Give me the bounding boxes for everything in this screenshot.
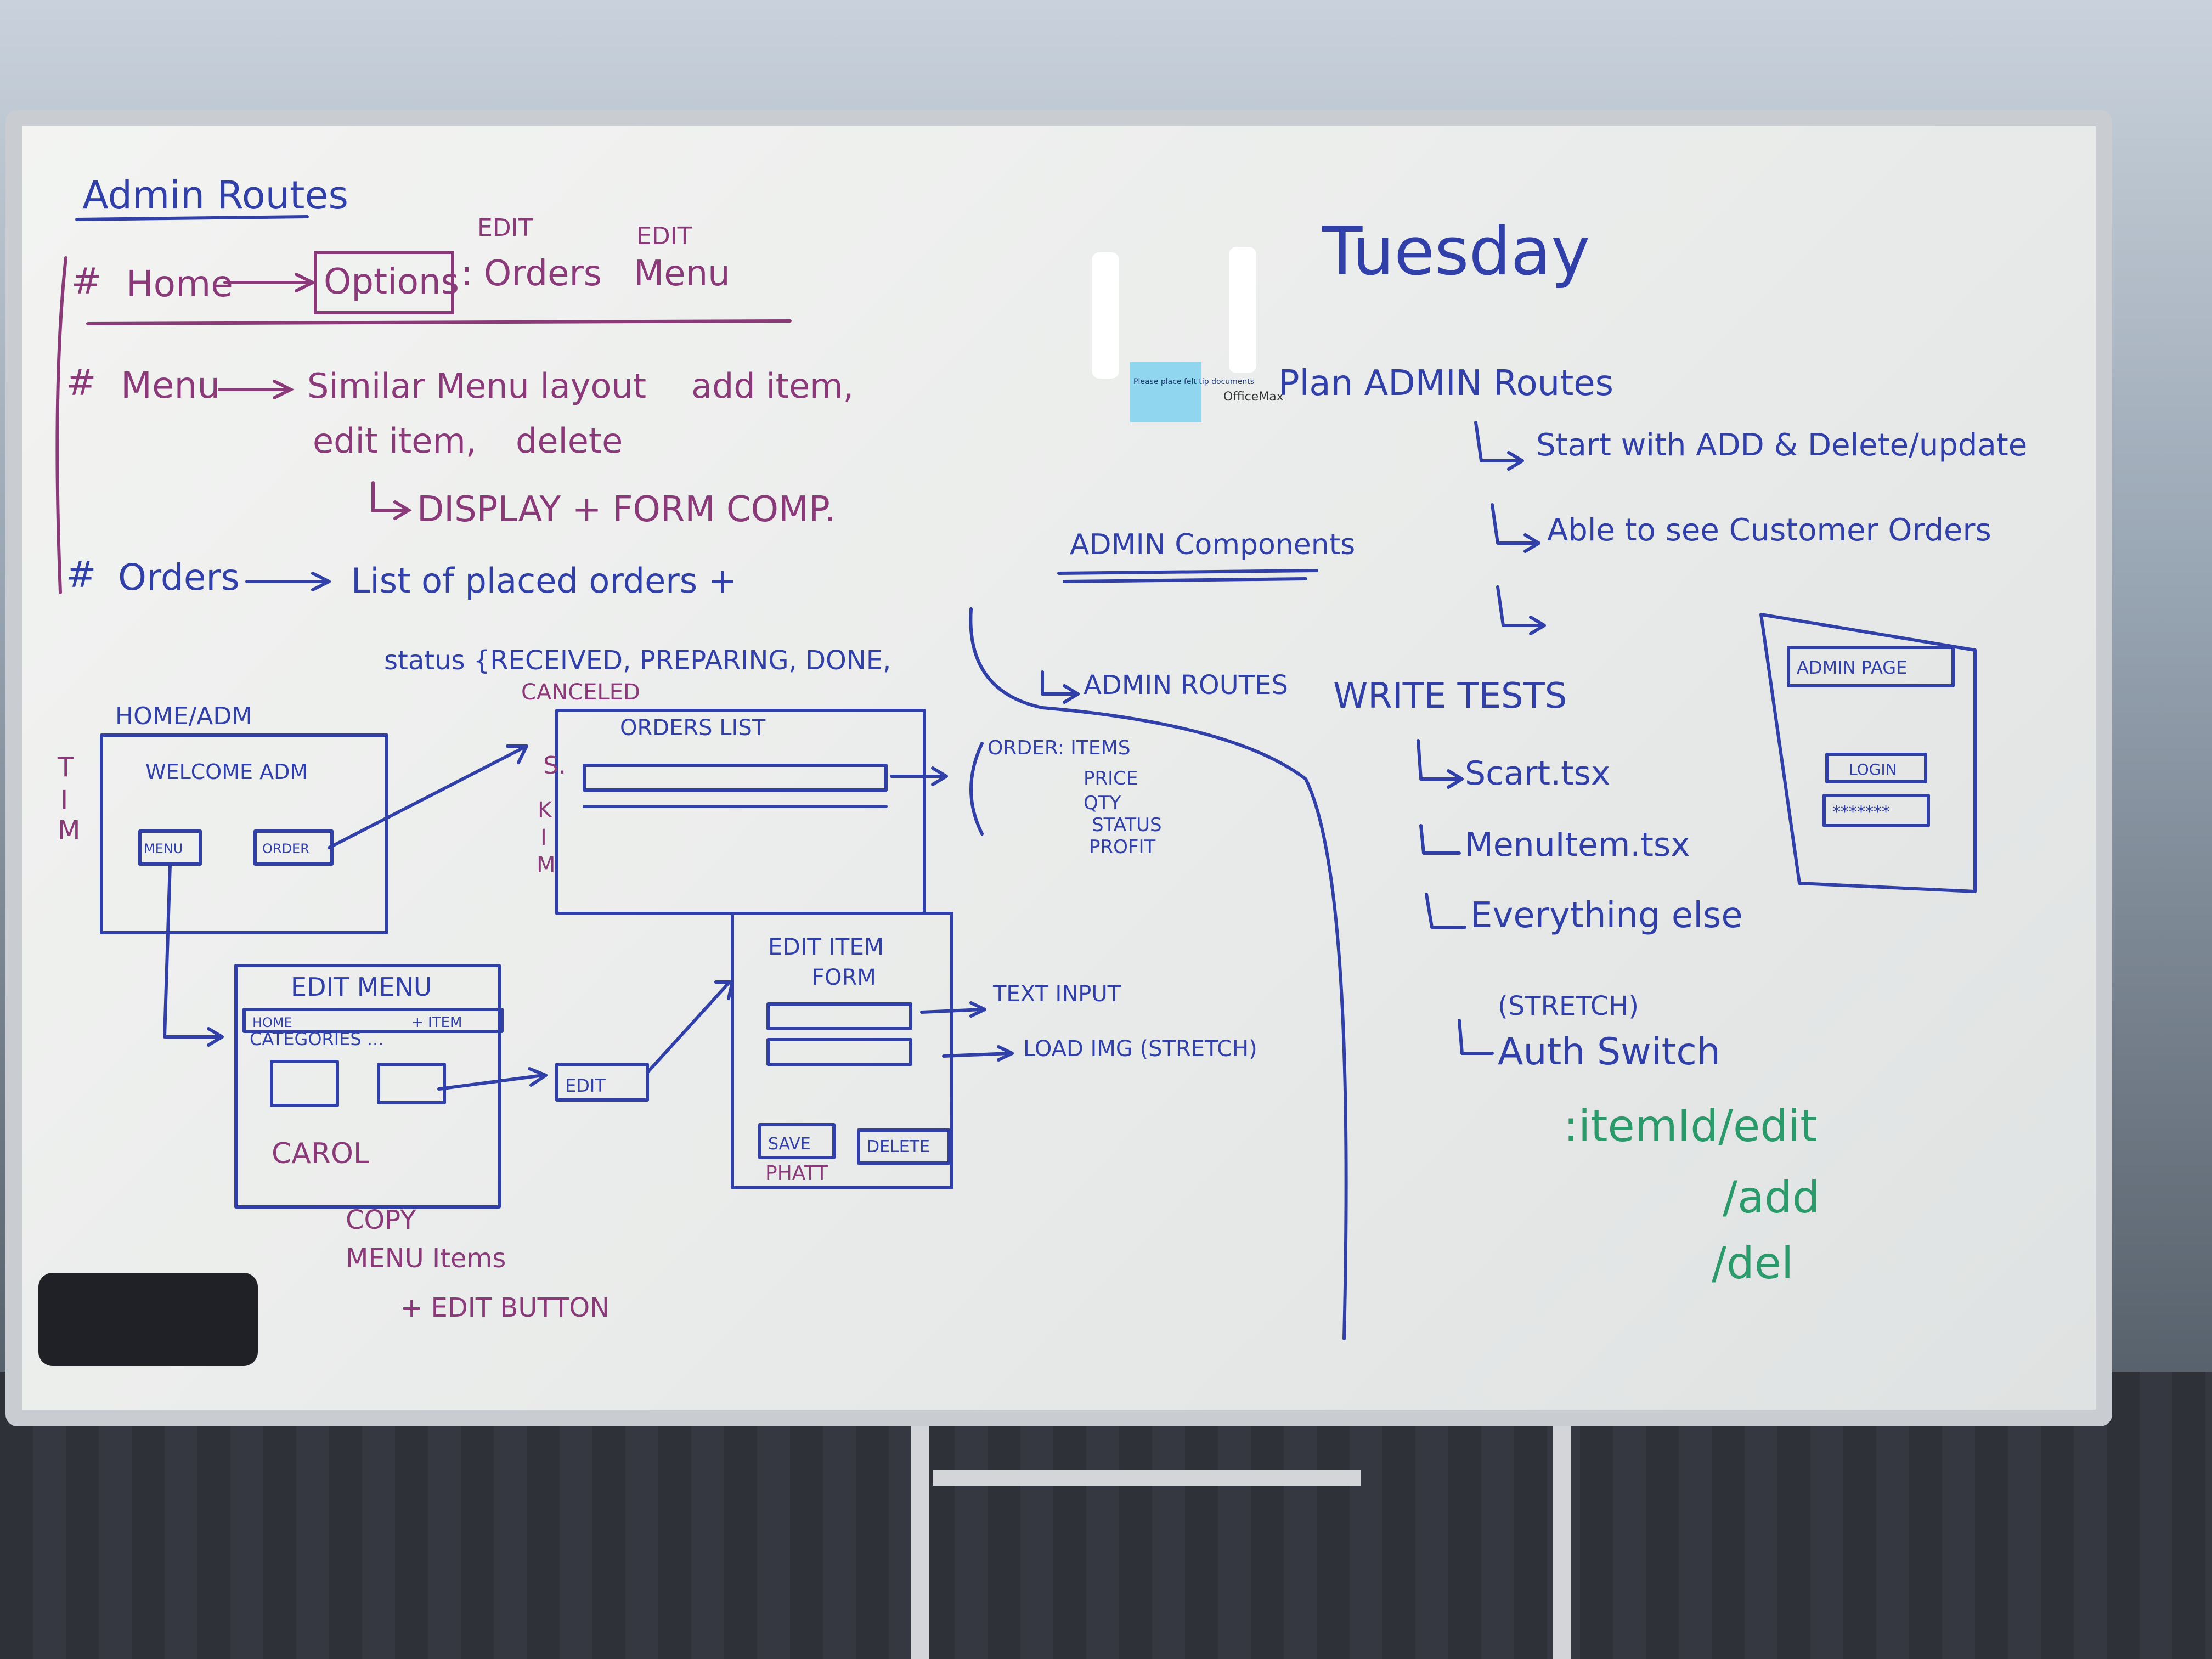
home-adm-order-button: ORDER [262,841,309,856]
menu-bullet: # [66,362,96,404]
admin-components-title: ADMIN Components [1070,528,1355,561]
text-input-label: TEXT INPUT [992,981,1121,1007]
admin-page-title: ADMIN PAGE [1797,657,1907,678]
save-button-label: SAVE [768,1135,811,1154]
home-adm-menu-button: MENU [144,841,183,856]
edit-button-label: EDIT [565,1075,606,1096]
route-add: /add [1723,1172,1820,1223]
edit-menu-title: EDIT MENU [291,972,432,1002]
edit-item-subtitle: FORM [812,965,876,990]
options-label: Options [324,262,459,302]
orders-side-m: M [537,853,556,878]
edit-menu-owner: CAROL [272,1137,369,1170]
plan-item-2: Able to see Customer Orders [1547,512,1991,548]
edit-menu-home: HOME [252,1015,292,1030]
test-item-1: Scart.tsx [1465,754,1610,793]
admin-routes-title: Admin Routes [82,173,348,218]
welcome-adm-text: WELCOME ADM [145,760,308,784]
orders-list-text: List of placed orders + [351,561,737,601]
edit1-label: EDIT [477,214,533,242]
copy-note-1: COPY [346,1205,416,1235]
admin-page-password: ******* [1832,803,1890,822]
menu-edit-item: edit item, [313,421,477,461]
edit-menu-add-item: + ITEM [411,1014,462,1031]
menu-delete: delete [516,421,623,461]
edit-item-owner: PHATT [765,1162,828,1184]
copy-note-3: + EDIT BUTTON [400,1293,610,1323]
menu-add-item: add item, [691,366,854,406]
home-bullet: # [71,260,101,302]
orders-list-label: ORDERS LIST [620,715,766,741]
stretch-note: (STRETCH) [1498,991,1639,1022]
plan-admin-routes: Plan ADMIN Routes [1278,363,1613,404]
write-tests: WRITE TESTS [1333,676,1567,716]
orders-side-k: K [538,798,553,823]
tuesday-title: Tuesday [1322,214,1590,290]
stand-leg-left [911,1404,929,1659]
orders-side-i: I [540,825,547,850]
plan-item-1: Start with ADD & Delete/update [1536,427,2027,463]
whiteboard-eraser [38,1273,258,1366]
menu-heading: Menu [121,364,220,407]
auth-switch: Auth Switch [1498,1030,1720,1074]
home-adm-label: HOME/ADM [115,702,252,730]
orders-label: : Orders [461,253,602,294]
test-item-2: MenuItem.tsx [1465,826,1690,864]
orders-heading: Orders [118,556,240,599]
home-adm-side-t: T [57,752,74,783]
admin-page-login: LOGIN [1849,760,1897,778]
marker-red [1229,247,1256,373]
orders-field-status: STATUS [1092,814,1162,836]
home-adm-side-m: M [58,815,80,846]
load-img-label: LOAD IMG (STRETCH) [1023,1036,1257,1062]
edit-item-title: EDIT ITEM [768,933,884,960]
orders-field-profit: PROFIT [1089,836,1155,858]
brand-label: OfficeMax [1223,390,1284,404]
home-adm-side-i: I [60,785,68,816]
orders-canceled: CANCELED [521,680,640,705]
edit-menu-categories: CATEGORIES ... [250,1029,383,1049]
copy-note-2: MENU Items [346,1243,506,1274]
edit2-label: EDIT [636,222,692,250]
test-item-3: Everything else [1470,895,1743,936]
orders-status: status {RECEIVED, PREPARING, DONE, [384,645,891,676]
menu-display: DISPLAY + FORM COMP. [417,489,836,530]
sticky-note-text: Please place felt tip documents [1133,377,1254,386]
menu-label: Menu [634,253,730,294]
sticky-note [1130,362,1201,422]
orders-field-items: ORDER: ITEMS [988,737,1131,759]
stand-crossbar [933,1470,1361,1486]
orders-side-s: S. [543,752,566,780]
marker-blue [1092,252,1119,379]
admin-components-item: ADMIN ROUTES [1084,670,1288,701]
delete-button-label: DELETE [867,1137,930,1156]
menu-similar: Similar Menu layout [307,366,646,406]
whiteboard-surface [22,126,2096,1410]
orders-field-qty: QTY [1084,792,1121,814]
stand-leg-right [1553,1404,1571,1659]
route-del: /del [1712,1238,1793,1289]
home-label: Home [126,263,233,305]
orders-field-price: PRICE [1084,768,1138,789]
route-edit: :itemId/edit [1564,1101,1818,1152]
orders-bullet: # [66,554,96,596]
